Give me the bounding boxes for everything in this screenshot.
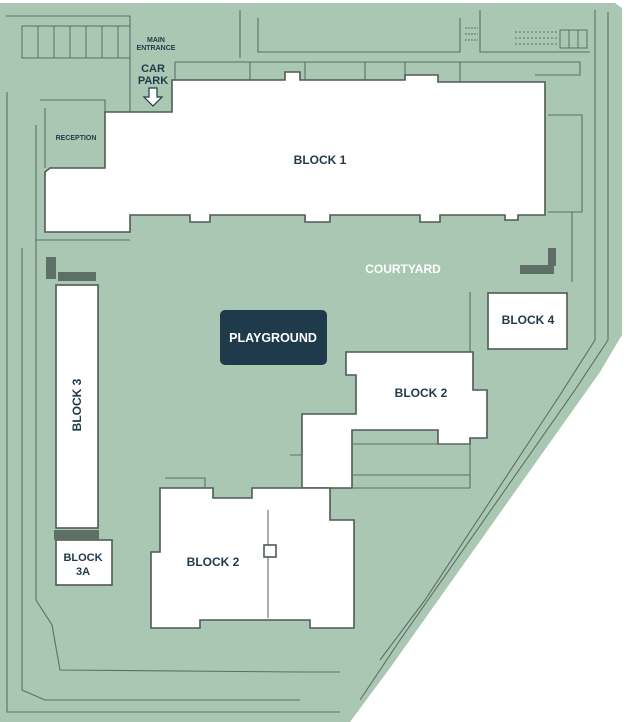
block-2-upper-label: BLOCK 2 [395,386,448,400]
block-2-lower-label: BLOCK 2 [187,555,240,569]
block-2-annex [352,443,471,489]
playground-label: PLAYGROUND [229,331,317,345]
block-1-label: BLOCK 1 [294,153,347,167]
perimeter-roads [6,10,609,713]
reception-label: RECEPTION [56,135,97,142]
block-3a-label-1: BLOCK [63,552,102,564]
block-3a-label-2: 3A [76,566,90,578]
car-park-label-2: PARK [138,75,168,87]
main-entrance-label-1: MAIN [147,37,165,44]
stair-left [46,257,56,279]
playground-area [220,310,327,365]
block-3-building [55,284,99,529]
stair-block-3a [54,530,99,540]
main-entrance-label-2: ENTRANCE [137,45,176,52]
block-2-upper-building [301,351,488,489]
block-3a-building [55,539,113,586]
block-2-lower-building [150,487,355,629]
block-4-building [487,292,568,350]
block-2-lower-notch [263,544,277,558]
stair-right-2 [548,248,556,266]
stair-left-2 [58,272,96,281]
stair-right [520,265,554,274]
car-park-label-1: CAR [141,63,165,75]
arrow-down-icon [142,87,164,107]
block-4-label: BLOCK 4 [502,313,555,327]
block-3-label: BLOCK 3 [70,378,84,431]
block-1-building [44,71,546,233]
courtyard-label: COURTYARD [365,262,441,276]
